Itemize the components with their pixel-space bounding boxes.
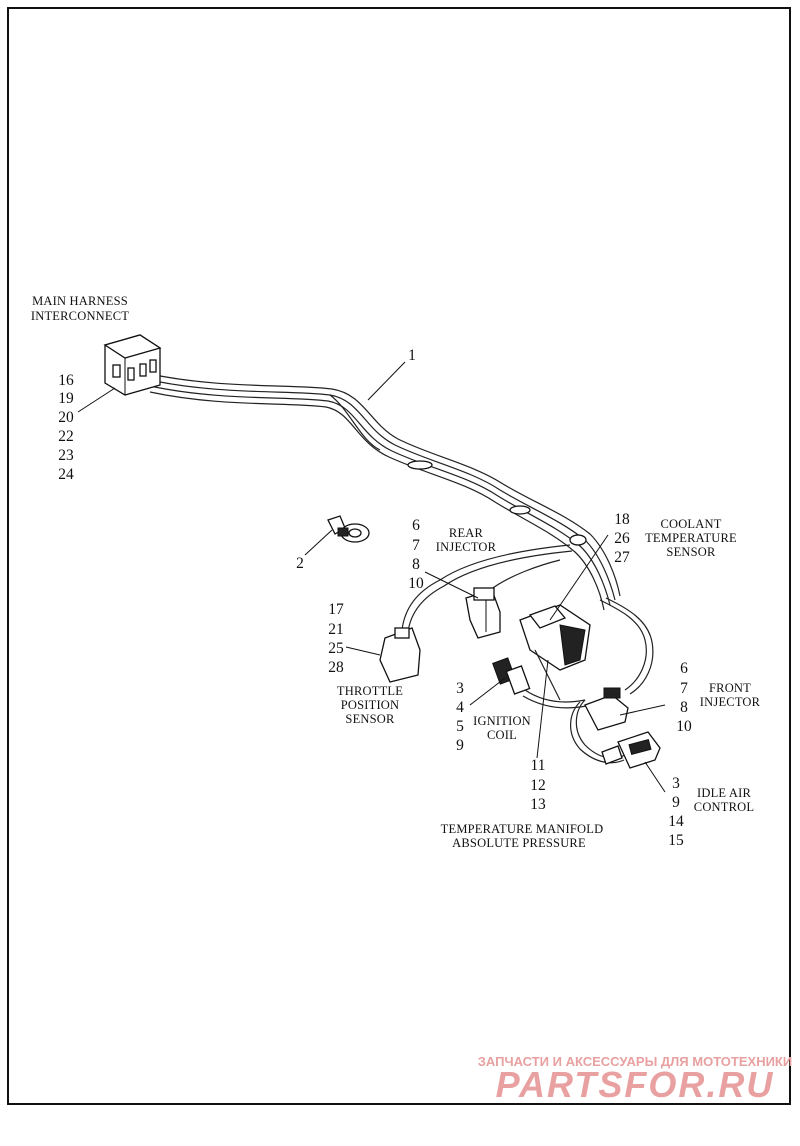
rear-injector-connector <box>465 587 501 639</box>
rear-injector-line1: REAR <box>449 526 484 540</box>
main-harness-title-line2: INTERCONNECT <box>31 309 129 323</box>
coolant-sensor-label: COOLANT TEMPERATURE SENSOR <box>645 517 737 559</box>
ref-number: 3 <box>456 680 464 697</box>
ref-number: 15 <box>668 832 684 849</box>
throttle-line3: SENSOR <box>345 712 395 726</box>
ref-number: 17 <box>328 601 344 618</box>
tmap-line1: TEMPERATURE MANIFOLD <box>441 822 604 836</box>
ref-number: 8 <box>680 699 688 716</box>
watermark: ЗАПЧАСТИ И АКСЕССУАРЫ ДЛЯ МОТОТЕХНИКИ PA… <box>478 1054 792 1105</box>
front-injector-line2: INJECTOR <box>700 695 761 709</box>
leader-lines <box>77 361 666 793</box>
ref-number: 12 <box>530 777 546 794</box>
front-injector-line1: FRONT <box>709 681 751 695</box>
idle-air-line1: IDLE AIR <box>697 786 751 800</box>
ref-number: 16 <box>58 372 74 389</box>
page-border <box>7 7 791 1105</box>
main-harness-bundle <box>149 373 621 611</box>
rear-injector-label: REAR INJECTOR <box>436 526 497 554</box>
ref-number: 6 <box>412 517 420 534</box>
ref-number: 22 <box>58 428 74 445</box>
rear-injector-line2: INJECTOR <box>436 540 497 554</box>
coolant-line2: TEMPERATURE <box>645 531 737 545</box>
harness-ref: 1 <box>408 347 416 364</box>
throttle-branch <box>401 544 573 633</box>
ref-number: 14 <box>668 813 684 830</box>
throttle-line2: POSITION <box>341 698 400 712</box>
ref-number: 27 <box>614 549 630 566</box>
ignition-coil-label: IGNITION COIL <box>473 714 531 742</box>
ref-number: 7 <box>680 680 688 697</box>
main-harness-refs: 16 19 20 22 23 24 <box>58 372 74 483</box>
ref-number: 23 <box>58 447 74 464</box>
throttle-refs: 17 21 25 28 <box>328 601 344 676</box>
ref-number: 7 <box>412 537 420 554</box>
ref-number: 8 <box>412 556 420 573</box>
sensor-ref: 2 <box>296 555 304 572</box>
ref-number: 3 <box>672 775 680 792</box>
tmap-label: TEMPERATURE MANIFOLD ABSOLUTE PRESSURE <box>441 822 604 850</box>
ref-number: 13 <box>530 796 546 813</box>
watermark-brand-logo: PARTSFOR.RU <box>496 1064 775 1105</box>
ref-number: 28 <box>328 659 344 676</box>
front-injector-connector <box>570 687 629 764</box>
coolant-line3: SENSOR <box>666 545 716 559</box>
front-injector-label: FRONT INJECTOR <box>700 681 761 709</box>
idle-air-line2: CONTROL <box>694 800 754 814</box>
front-injector-refs: 6 7 8 10 <box>676 660 692 735</box>
coolant-refs: 18 26 27 <box>614 511 630 566</box>
tmap-refs: 11 12 13 <box>530 757 546 813</box>
main-harness-connector <box>103 334 162 396</box>
main-harness-title-line1: MAIN HARNESS <box>32 294 128 308</box>
tmap-line2: ABSOLUTE PRESSURE <box>452 836 586 850</box>
ref-number: 18 <box>614 511 630 528</box>
ref-number: 25 <box>328 640 344 657</box>
throttle-position-sensor-connector <box>379 627 421 683</box>
rear-injector-refs: 6 7 8 10 <box>408 517 424 592</box>
idle-air-label: IDLE AIR CONTROL <box>694 786 754 814</box>
tmap-connector <box>519 597 654 701</box>
sensor-part-2 <box>327 515 370 543</box>
ignition-refs: 3 4 5 9 <box>456 680 464 754</box>
ref-number: 10 <box>408 575 424 592</box>
ref-number: 19 <box>58 390 74 407</box>
idle-air-control-connector <box>601 731 661 769</box>
idle-air-refs: 3 9 14 15 <box>668 775 684 849</box>
throttle-line1: THROTTLE <box>337 684 403 698</box>
ignition-line2: COIL <box>487 728 517 742</box>
coolant-line1: COOLANT <box>660 517 721 531</box>
ref-number: 4 <box>456 699 464 716</box>
ignition-line1: IGNITION <box>473 714 531 728</box>
ref-number: 11 <box>531 757 546 774</box>
ref-number: 20 <box>58 409 74 426</box>
ignition-coil-connector <box>492 657 587 709</box>
ref-number: 26 <box>614 530 630 547</box>
ref-number: 5 <box>456 718 464 735</box>
main-harness-label: MAIN HARNESS INTERCONNECT <box>31 294 129 323</box>
ref-number: 21 <box>328 621 344 638</box>
ref-number: 6 <box>680 660 688 677</box>
watermark-tagline: ЗАПЧАСТИ И АКСЕССУАРЫ ДЛЯ МОТОТЕХНИКИ <box>478 1054 792 1069</box>
ref-number: 9 <box>672 794 680 811</box>
ref-number: 10 <box>676 718 692 735</box>
ref-number: 9 <box>456 737 464 754</box>
throttle-sensor-label: THROTTLE POSITION SENSOR <box>337 684 403 726</box>
ref-number: 24 <box>58 466 74 483</box>
